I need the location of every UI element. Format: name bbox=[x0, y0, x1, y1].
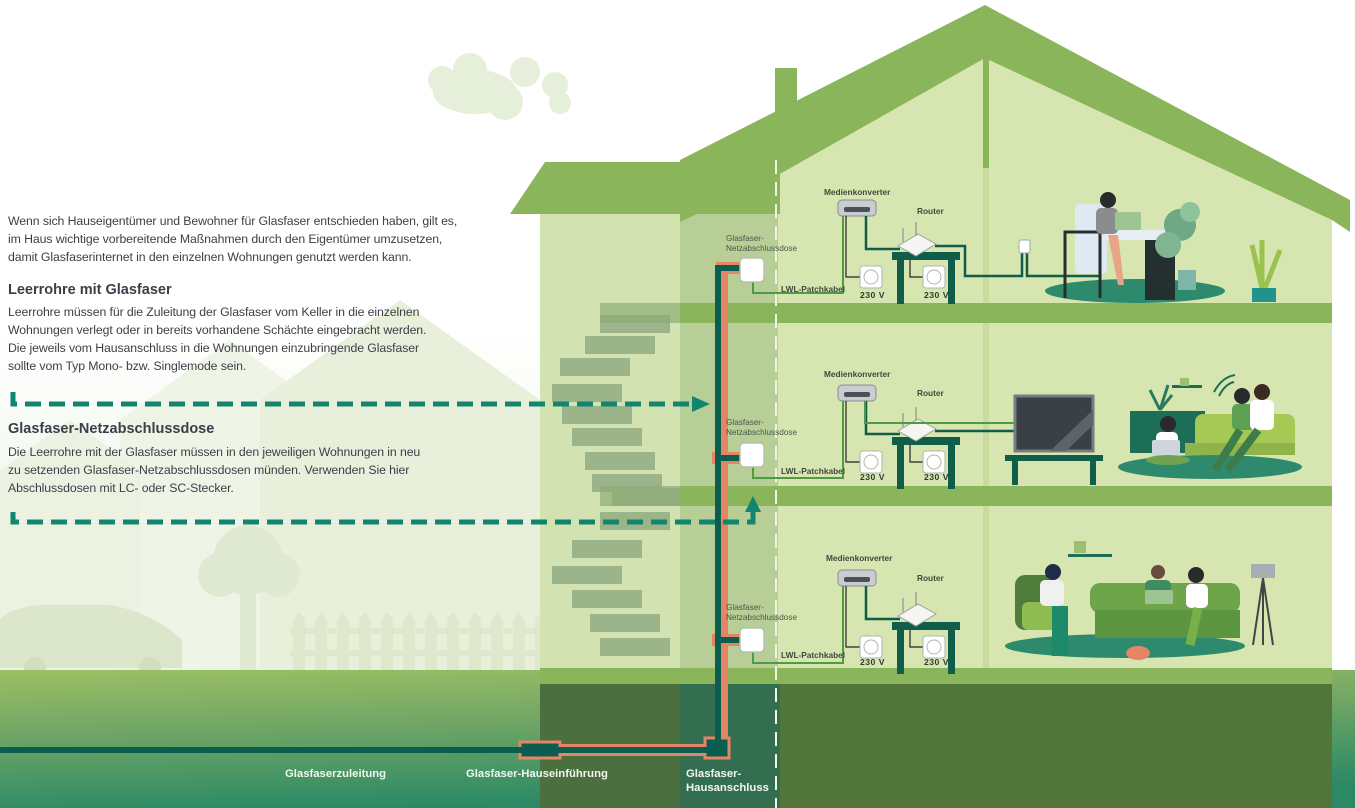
cloud-icon bbox=[428, 53, 571, 120]
floor-equipment bbox=[739, 569, 960, 674]
basement-right bbox=[780, 684, 1332, 808]
stair-step bbox=[590, 614, 660, 632]
label-voltage: 230 V bbox=[924, 290, 949, 300]
stair-step bbox=[572, 540, 642, 558]
intro-line: damit Glasfaserinternet in den einzelnen… bbox=[8, 250, 412, 264]
section-line: Wohnungen verlegt oder in bereits vorhan… bbox=[8, 323, 427, 337]
label-voltage: 230 V bbox=[924, 657, 949, 667]
intro-line: im Haus wichtige vorbereitende Maßnahmen… bbox=[8, 232, 443, 246]
fence-picket bbox=[315, 612, 327, 670]
stair-step bbox=[572, 590, 642, 608]
stair-step bbox=[585, 452, 655, 470]
floor-slabs bbox=[540, 303, 1332, 684]
fence-picket bbox=[359, 612, 371, 670]
lwl-patchkabel bbox=[752, 213, 844, 294]
label-line: Hausanschluss bbox=[686, 782, 769, 794]
section-line: Leerrohre müssen für die Zuleitung der G… bbox=[8, 305, 420, 319]
router-icon bbox=[897, 603, 937, 627]
pointer-arrow-netzabschlussdose bbox=[10, 496, 761, 525]
power-socket-icon bbox=[859, 265, 883, 289]
netzabschlussdose-icon bbox=[739, 627, 765, 653]
floor-equipment bbox=[739, 384, 1015, 489]
staircase bbox=[552, 315, 682, 656]
label-router: Router bbox=[917, 388, 944, 398]
label-router: Router bbox=[917, 206, 944, 216]
label-voltage: 230 V bbox=[860, 472, 885, 482]
label-line: Netzabschlussdose bbox=[726, 428, 797, 437]
label-voltage: 230 V bbox=[860, 290, 885, 300]
router-icon bbox=[897, 233, 937, 257]
section-line: Die jeweils vom Hausanschluss in die Woh… bbox=[8, 341, 420, 355]
power-socket-icon bbox=[922, 265, 946, 289]
label-medienkonverter: Medienkonverter bbox=[824, 369, 891, 379]
label-medienkonverter: Medienkonverter bbox=[824, 187, 891, 197]
roof-main bbox=[680, 5, 1350, 232]
power-socket-icon bbox=[922, 450, 946, 474]
fence-picket bbox=[381, 612, 393, 670]
fence-picket bbox=[403, 612, 415, 670]
stair-step bbox=[552, 384, 622, 402]
router-table bbox=[892, 437, 960, 445]
lwl-patchkabel bbox=[752, 583, 844, 664]
scene-home-office bbox=[1018, 192, 1283, 303]
section-line: Die Leerrohre mit der Glasfaser müssen i… bbox=[8, 445, 421, 459]
power-socket-icon bbox=[859, 450, 883, 474]
scene-living-room-sofa bbox=[1005, 541, 1275, 660]
power-socket-icon bbox=[859, 635, 883, 659]
intro-line: Wenn sich Hauseigentümer und Bewohner fü… bbox=[8, 214, 458, 228]
label-line: Glasfaser- bbox=[726, 418, 764, 427]
fence-picket bbox=[293, 612, 305, 670]
house-main-wall bbox=[778, 20, 1332, 684]
fence-picket bbox=[425, 612, 437, 670]
stairwell bbox=[680, 160, 778, 684]
section-line: Abschlussdosen mit LC- oder SC-Stecker. bbox=[8, 481, 234, 495]
section-line: zu setzenden Glasfaser-Netzabschlussdose… bbox=[8, 463, 410, 477]
label-lwl-patchkabel: LWL-Patchkabel bbox=[781, 284, 846, 294]
label-medienkonverter: Medienkonverter bbox=[826, 553, 893, 563]
stair-step bbox=[600, 638, 670, 656]
fence-picket bbox=[447, 612, 459, 670]
label-line: Netzabschlussdose bbox=[726, 613, 797, 622]
stair-step bbox=[552, 566, 622, 584]
label-line: Glasfaser- bbox=[726, 234, 764, 243]
label-netzabschlussdose: Glasfaser- Netzabschlussdose bbox=[726, 415, 797, 440]
fence-picket bbox=[469, 612, 481, 670]
label-lwl-patchkabel: LWL-Patchkabel bbox=[781, 466, 846, 476]
fence-picket bbox=[491, 612, 503, 670]
tree-icon bbox=[198, 525, 300, 675]
pointer-arrow-leerrohre bbox=[10, 392, 710, 412]
stair-step bbox=[562, 406, 632, 424]
stair-step bbox=[585, 336, 655, 354]
router-table bbox=[892, 622, 960, 630]
label-lwl-patchkabel: LWL-Patchkabel bbox=[781, 650, 846, 660]
label-netzabschlussdose: Glasfaser- Netzabschlussdose bbox=[726, 231, 797, 256]
fence-picket bbox=[337, 612, 349, 670]
label-line: Glasfaser- bbox=[686, 768, 742, 780]
label-line: Netzabschlussdose bbox=[726, 244, 797, 253]
label-netzabschlussdose: Glasfaser- Netzabschlussdose bbox=[726, 600, 797, 625]
label-line: Glasfaser- bbox=[726, 603, 764, 612]
label-voltage: 230 V bbox=[860, 657, 885, 667]
router-table bbox=[892, 252, 960, 260]
label-glasfaser-hauseinfuehrung: Glasfaser-Hauseinführung bbox=[466, 768, 608, 780]
label-voltage: 230 V bbox=[924, 472, 949, 482]
section-line: sollte vom Typ Mono- bzw. Singlemode sei… bbox=[8, 359, 247, 373]
label-glasfaserzuleitung: Glasfaserzuleitung bbox=[285, 768, 387, 780]
label-glasfaser-hausanschluss: Glasfaser- Hausanschluss bbox=[686, 767, 769, 795]
section-heading: Glasfaser-Netzabschlussdose bbox=[8, 421, 215, 437]
scene-living-room-tv bbox=[1005, 374, 1302, 485]
fence-picket bbox=[513, 612, 525, 670]
netzabschlussdose-icon bbox=[739, 442, 765, 468]
power-socket-icon bbox=[922, 635, 946, 659]
label-router: Router bbox=[917, 573, 944, 583]
lwl-patchkabel bbox=[752, 398, 844, 479]
stair-step bbox=[572, 428, 642, 446]
stair-step bbox=[560, 358, 630, 376]
section-heading: Leerrohre mit Glasfaser bbox=[8, 282, 172, 298]
fence bbox=[290, 612, 547, 670]
netzabschlussdose-icon bbox=[739, 257, 765, 283]
